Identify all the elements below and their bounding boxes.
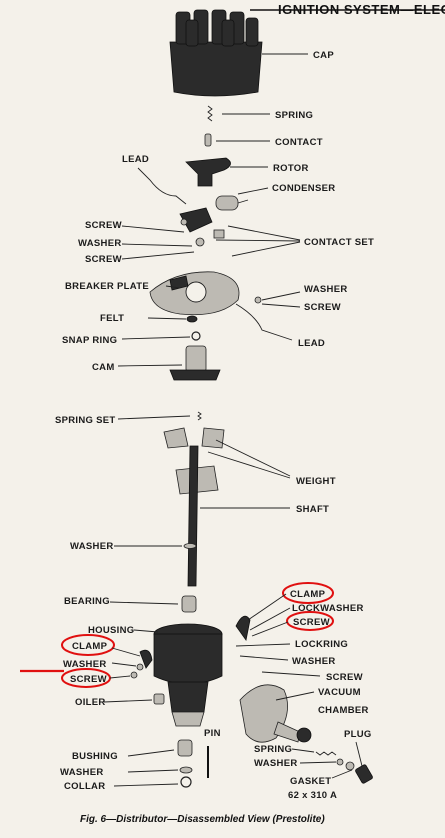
label-felt: FELT (100, 313, 124, 324)
label-screw-left-circled: SCREW (70, 674, 107, 685)
label-oiler: OILER (75, 697, 106, 708)
label-lockwasher: LOCKWASHER (292, 603, 364, 614)
label-vacuum: VACUUM (318, 687, 361, 698)
label-lead-right: LEAD (298, 338, 325, 349)
label-condenser: CONDENSER (272, 183, 335, 194)
label-chamber: CHAMBER (318, 705, 369, 716)
rotor-part (185, 157, 231, 187)
label-washer-right-low: WASHER (292, 656, 336, 667)
label-washer-right: WASHER (304, 284, 348, 295)
label-gasket-size: 62 x 310 A (288, 790, 337, 801)
label-screw-2: SCREW (85, 254, 122, 265)
label-cam: CAM (92, 362, 115, 373)
cap-part (169, 9, 263, 97)
label-spring-top: SPRING (275, 110, 313, 121)
label-collar: COLLAR (64, 781, 105, 792)
label-plug: PLUG (344, 729, 372, 740)
label-snap-ring: SNAP RING (62, 335, 117, 346)
label-rotor: ROTOR (273, 163, 309, 174)
label-screw-right-low: SCREW (326, 672, 363, 683)
header-title: IGNITION SYSTEM—ELEC (278, 2, 445, 17)
label-contact: CONTACT (275, 137, 323, 148)
label-washer-left: WASHER (63, 659, 107, 670)
label-cap: CAP (313, 50, 334, 61)
vacuum-chamber-part (239, 684, 312, 743)
label-bushing: BUSHING (72, 751, 118, 762)
label-spring-low: SPRING (254, 744, 292, 755)
shaft-part (187, 445, 199, 587)
label-washer-1: WASHER (78, 238, 122, 249)
label-clamp-left: CLAMP (72, 641, 108, 652)
label-washer-shaft: WASHER (70, 541, 114, 552)
highlight-clamp-right (282, 582, 334, 604)
label-screw-right: SCREW (304, 302, 341, 313)
figure-caption: Fig. 6—Distributor—Disassembled View (Pr… (80, 814, 325, 825)
label-contact-set: CONTACT SET (304, 237, 374, 248)
label-screw-1: SCREW (85, 220, 122, 231)
plug-part (355, 764, 373, 784)
label-pin: PIN (204, 728, 221, 739)
label-bearing: BEARING (64, 596, 110, 607)
label-breaker-plate: BREAKER PLATE (65, 281, 149, 292)
housing-part (153, 623, 223, 727)
condenser-part (215, 195, 249, 211)
label-gasket: GASKET (290, 776, 331, 787)
label-lockring: LOCKRING (295, 639, 348, 650)
label-washer-bottom: WASHER (60, 767, 104, 778)
highlight-screw-right (286, 611, 334, 631)
label-weight: WEIGHT (296, 476, 336, 487)
contact-set-part (179, 207, 225, 247)
highlight-clamp-left (61, 634, 115, 656)
label-spring-set: SPRING SET (55, 415, 116, 426)
label-washer-low: WASHER (254, 758, 298, 769)
label-screw-right-circled: SCREW (293, 617, 330, 628)
label-clamp-right: CLAMP (290, 589, 326, 600)
label-housing: HOUSING (88, 625, 134, 636)
breaker-plate-part (149, 271, 240, 316)
label-lead-top: LEAD (122, 154, 149, 165)
label-shaft: SHAFT (296, 504, 329, 515)
cam-part (169, 345, 221, 381)
